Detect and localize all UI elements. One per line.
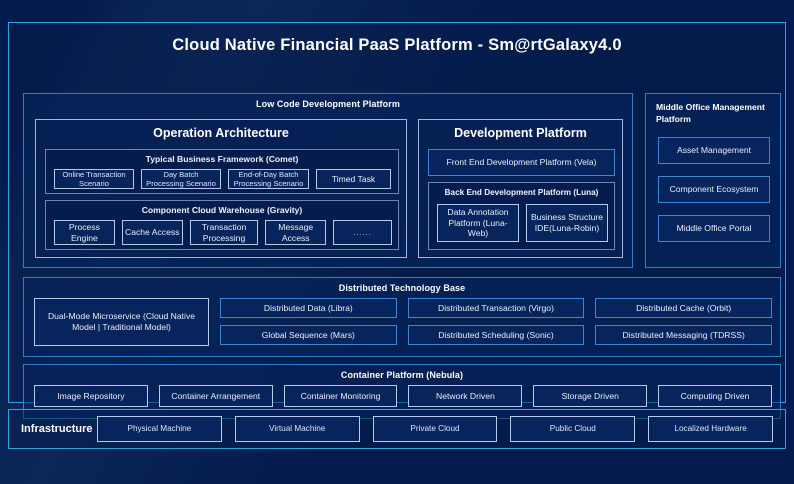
- card-container-monitoring[interactable]: Container Monitoring: [283, 385, 398, 407]
- card-virtual-machine[interactable]: Virtual Machine: [234, 416, 360, 442]
- card-component-ecosystem[interactable]: Component Ecosystem: [658, 176, 770, 203]
- card-distributed-data[interactable]: Distributed Data (Libra): [220, 298, 397, 318]
- card-cache-access[interactable]: Cache Access: [121, 220, 183, 245]
- card-distributed-messaging[interactable]: Distributed Messaging (TDRSS): [595, 325, 773, 345]
- card-distributed-scheduling[interactable]: Distributed Scheduling (Sonic): [407, 325, 585, 345]
- group-back-end-development-platform: Back End Development Platform (Luna) Dat…: [428, 182, 615, 250]
- card-container-arrangement[interactable]: Container Arrangement: [158, 385, 273, 407]
- card-business-structure-ide[interactable]: Business Structure IDE(Luna-Robin): [526, 204, 608, 242]
- card-process-engine[interactable]: Process Engine: [54, 220, 115, 245]
- group-component-cloud-warehouse: Component Cloud Warehouse (Gravity) Proc…: [45, 200, 399, 250]
- operation-architecture-title: Operation Architecture: [153, 126, 289, 140]
- main-platform-frame: Cloud Native Financial PaaS Platform - S…: [8, 22, 786, 419]
- card-timed-task[interactable]: Timed Task: [316, 169, 391, 189]
- section-middle-office-management-platform: Middle Office Management Platform Asset …: [645, 93, 781, 268]
- card-physical-machine[interactable]: Physical Machine: [97, 416, 222, 442]
- card-network-driven[interactable]: Network Driven: [408, 385, 523, 407]
- section-low-code-development-platform: Low Code Development Platform Operation …: [23, 93, 633, 268]
- infrastructure-label: Infrastructure: [21, 423, 93, 435]
- card-asset-management[interactable]: Asset Management: [658, 137, 770, 164]
- card-more-ellipsis[interactable]: ......: [333, 220, 392, 245]
- page-title: Cloud Native Financial PaaS Platform - S…: [172, 36, 622, 54]
- card-image-repository[interactable]: Image Repository: [34, 385, 148, 407]
- card-distributed-transaction[interactable]: Distributed Transaction (Virgo): [407, 298, 585, 318]
- card-dual-mode-microservice[interactable]: Dual-Mode Microservice (Cloud Native Mod…: [34, 298, 209, 346]
- container-platform-title: Container Platform (Nebula): [340, 370, 464, 380]
- card-global-sequence[interactable]: Global Sequence (Mars): [220, 325, 397, 345]
- middle-office-title: Middle Office Management Platform: [656, 102, 765, 124]
- card-end-of-day-batch-processing-scenario[interactable]: End-of-Day Batch Processing Scenario: [228, 169, 309, 189]
- card-computing-driven[interactable]: Computing Driven: [658, 385, 772, 407]
- card-day-batch-processing-scenario[interactable]: Day Batch Processing Scenario: [141, 169, 221, 189]
- card-online-transaction-scenario[interactable]: Online Transaction Scenario: [54, 169, 134, 189]
- group-typical-business-framework: Typical Business Framework (Comet) Onlin…: [45, 149, 399, 194]
- distributed-technology-base-title: Distributed Technology Base: [338, 283, 466, 293]
- low-code-title: Low Code Development Platform: [256, 99, 400, 109]
- card-public-cloud[interactable]: Public Cloud: [510, 416, 636, 442]
- card-message-access[interactable]: Message Access: [265, 220, 327, 245]
- card-middle-office-portal[interactable]: Middle Office Portal: [658, 215, 770, 242]
- card-private-cloud[interactable]: Private Cloud: [372, 416, 498, 442]
- section-distributed-technology-base: Distributed Technology Base Dual-Mode Mi…: [23, 277, 781, 357]
- card-front-end-development-platform[interactable]: Front End Development Platform (Vela): [428, 149, 615, 176]
- card-localized-hardware[interactable]: Localized Hardware: [648, 416, 773, 442]
- card-data-annotation-platform[interactable]: Data Annotation Platform (Luna-Web): [437, 204, 519, 242]
- card-storage-driven[interactable]: Storage Driven: [533, 385, 648, 407]
- card-distributed-cache[interactable]: Distributed Cache (Orbit): [595, 298, 773, 318]
- section-container-platform: Container Platform (Nebula) Image Reposi…: [23, 364, 781, 419]
- card-transaction-processing[interactable]: Transaction Processing: [189, 220, 259, 245]
- typical-business-framework-title: Typical Business Framework (Comet): [145, 154, 299, 164]
- component-cloud-warehouse-title: Component Cloud Warehouse (Gravity): [141, 205, 303, 215]
- back-end-development-platform-title: Back End Development Platform (Luna): [444, 188, 599, 197]
- section-infrastructure: Infrastructure Physical Machine Virtual …: [8, 409, 786, 449]
- group-development-platform: Development Platform Front End Developme…: [418, 119, 623, 258]
- group-operation-architecture: Operation Architecture Typical Business …: [35, 119, 407, 258]
- development-platform-title: Development Platform: [454, 126, 587, 140]
